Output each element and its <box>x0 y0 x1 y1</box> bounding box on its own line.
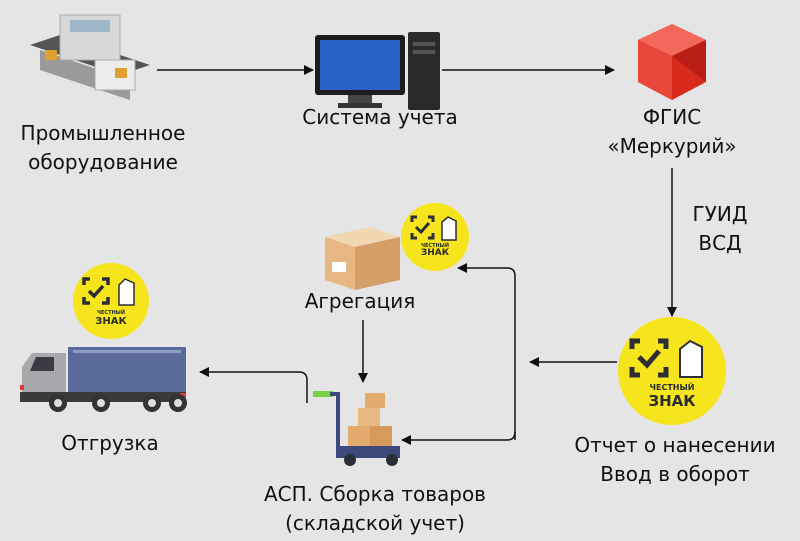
badge-text-line1: ЧЕСТНЫЙ <box>649 383 695 392</box>
badge-text-line2: ЗНАК <box>420 248 450 258</box>
aggregation-label: Агрегация <box>304 289 416 313</box>
fgis-label: ФГИС «Меркурий» <box>572 103 772 161</box>
cardboard-box-icon <box>325 227 400 290</box>
equipment-label-line2: оборудование <box>28 150 178 174</box>
chestny-znak-badge-large: ЧЕСТНЫЙ ЗНАК <box>618 317 726 425</box>
badge-text-line2: ЗНАК <box>95 316 127 327</box>
badge-text-line1: ЧЕСТНЫЙ <box>420 243 450 249</box>
report-label-line1: Отчет о нанесении <box>574 433 776 457</box>
report-label: Отчет о нанесении Ввод в оборот <box>550 431 800 489</box>
hand-truck-with-boxes-icon <box>313 391 400 466</box>
arrow-loop-to-asp <box>401 431 516 445</box>
shipment-label: Отгрузка <box>61 431 159 455</box>
guid-label-line1: ГУИД <box>692 202 748 226</box>
chestny-znak-badge-shipment: ЧЕСТНЫЙ ЗНАК <box>73 263 149 339</box>
asp-label-line1: АСП. Сборка товаров <box>264 482 486 506</box>
check-scan-icon <box>629 338 703 378</box>
truck-icon <box>20 347 187 412</box>
arrow-asp-to-shipment <box>199 367 308 403</box>
accounting-system-label: Система учета <box>302 105 458 129</box>
asp-label: АСП. Сборка товаров (складской учет) <box>230 480 520 538</box>
equipment-label: Промышленное оборудование <box>8 119 198 177</box>
chestny-znak-badge-aggregation: ЧЕСТНЫЙ ЗНАК <box>401 203 469 271</box>
fgis-label-line2: «Меркурий» <box>607 134 737 158</box>
mercury-cube-icon <box>638 24 706 100</box>
conveyor-machine-icon <box>30 14 150 100</box>
computer-icon <box>315 32 440 110</box>
report-label-line2: Ввод в оборот <box>600 462 750 486</box>
arrow-loop-to-aggregation <box>457 263 516 440</box>
fgis-label-line1: ФГИС <box>642 105 702 129</box>
asp-label-line2: (складской учет) <box>285 511 465 535</box>
guid-label: ГУИД ВСД <box>680 200 760 258</box>
guid-label-line2: ВСД <box>698 231 742 255</box>
equipment-label-line1: Промышленное <box>20 121 186 145</box>
badge-text-line1: ЧЕСТНЫЙ <box>96 310 126 316</box>
check-scan-icon <box>410 215 457 241</box>
badge-text-line2: ЗНАК <box>648 392 696 410</box>
check-scan-icon <box>82 277 135 306</box>
